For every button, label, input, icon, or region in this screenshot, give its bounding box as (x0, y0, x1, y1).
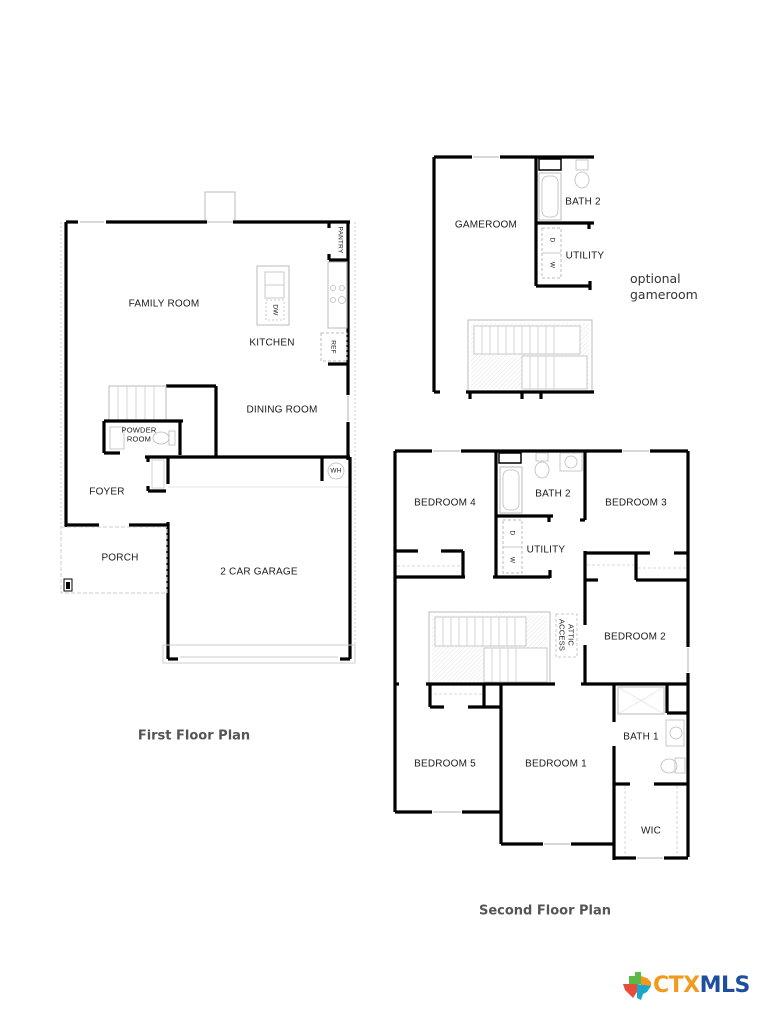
room-label-bedroom2: BEDROOM 2 (604, 631, 666, 643)
optional-gameroom-note: optional gameroom (630, 271, 698, 303)
room-label-bedroom4: BEDROOM 4 (414, 497, 476, 509)
logo-text-ctx: CTX (653, 973, 700, 998)
room-label-bedroom1: BEDROOM 1 (525, 758, 587, 770)
appliance-label-wh: WH (330, 467, 342, 475)
room-label-utility: UTILITY (526, 544, 566, 556)
room-label-pantry: PANTRY (336, 226, 344, 254)
ctxmls-logo: CTX MLS (623, 972, 750, 1000)
room-label-kitchen: KITCHEN (249, 337, 295, 349)
optional-gameroom-note-line2: gameroom (630, 287, 698, 302)
room-label-foyer: FOYER (89, 486, 125, 498)
room-label-bedroom5: BEDROOM 5 (414, 758, 476, 770)
appliance-label-dw: DW (271, 304, 279, 316)
room-label-gameroom-bath2: BATH 2 (565, 196, 601, 208)
logo-text-mls: MLS (699, 973, 751, 998)
appliance-label-dryer-2: D (508, 530, 516, 536)
appliance-label-dryer: D (548, 237, 556, 243)
room-label-attic-line2: ACCESS (557, 618, 567, 652)
room-label-dining-room: DINING ROOM (246, 404, 318, 416)
room-label-attic-line1: ATTIC (566, 623, 576, 647)
room-label-gameroom: GAMEROOM (454, 219, 518, 231)
appliance-label-washer: W (548, 261, 556, 269)
first-floor-plan (60, 191, 356, 664)
texas-icon (623, 972, 651, 1000)
room-label-family-room: FAMILY ROOM (128, 298, 200, 310)
room-label-porch: PORCH (101, 552, 139, 564)
room-label-bedroom3: BEDROOM 3 (605, 497, 667, 509)
appliance-label-ref: REF (329, 340, 337, 354)
appliance-label-washer-2: W (508, 556, 516, 564)
room-label-wic: WIC (640, 825, 662, 837)
optional-gameroom-plan (432, 155, 594, 399)
room-label-powder-room-line1: POWDER (121, 425, 157, 435)
room-label-bath1: BATH 1 (623, 731, 659, 743)
room-label-gameroom-utility: UTILITY (565, 250, 605, 262)
room-label-powder-room-line2: ROOM (126, 434, 152, 444)
room-label-garage: 2 CAR GARAGE (220, 566, 298, 578)
room-label-bath2: BATH 2 (535, 488, 571, 500)
second-floor-caption: Second Floor Plan (478, 903, 612, 919)
optional-gameroom-note-line1: optional (630, 271, 681, 286)
second-floor-plan (393, 449, 690, 860)
first-floor-caption: First Floor Plan (137, 728, 251, 744)
